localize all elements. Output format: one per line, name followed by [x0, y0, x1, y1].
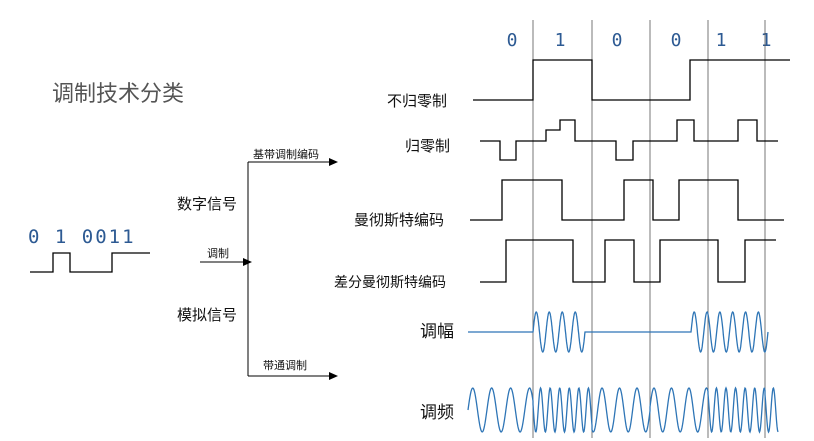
arrow-bandpass — [329, 372, 338, 380]
modulation-label: 调制 — [207, 247, 229, 260]
bit-label: 1 — [716, 30, 727, 51]
wave-am — [468, 311, 769, 353]
wave-rz — [480, 119, 778, 161]
bit-label: 0 — [671, 30, 682, 51]
diagram-title: 调制技术分类 — [52, 82, 184, 107]
arrow-modulation — [243, 258, 252, 266]
arrow-heads — [243, 158, 338, 380]
wave-diff-manchester — [480, 239, 776, 283]
branch-connector — [200, 161, 334, 377]
bit-label: 1 — [555, 30, 566, 51]
left-nrz-wave — [30, 252, 150, 273]
wave-fm — [467, 386, 779, 434]
bit-boundary-lines — [532, 20, 766, 438]
bit-label: 0 — [507, 30, 518, 51]
bit-label: 1 — [761, 30, 772, 51]
label-nrz: 不归零制 — [387, 92, 447, 110]
label-manchester: 曼彻斯特编码 — [354, 211, 444, 229]
bit-labels-top: 0 1 0 0 1 1 — [507, 30, 772, 51]
arrow-baseband — [329, 158, 338, 166]
label-am: 调幅 — [420, 322, 454, 342]
digital-signal-label: 数字信号 — [177, 195, 237, 213]
bandpass-label: 带通调制 — [263, 359, 307, 372]
wave-manchester — [470, 179, 784, 221]
wave-nrz — [473, 59, 790, 101]
baseband-label: 基带调制编码 — [253, 147, 319, 161]
label-fm: 调频 — [420, 403, 454, 423]
analog-signal-label: 模拟信号 — [177, 306, 237, 324]
label-diff-manchester: 差分曼彻斯特编码 — [334, 275, 446, 291]
bit-label: 0 — [612, 30, 623, 51]
left-bit-sequence: 0 1 0011 — [28, 226, 136, 248]
label-rz: 归零制 — [405, 137, 450, 155]
